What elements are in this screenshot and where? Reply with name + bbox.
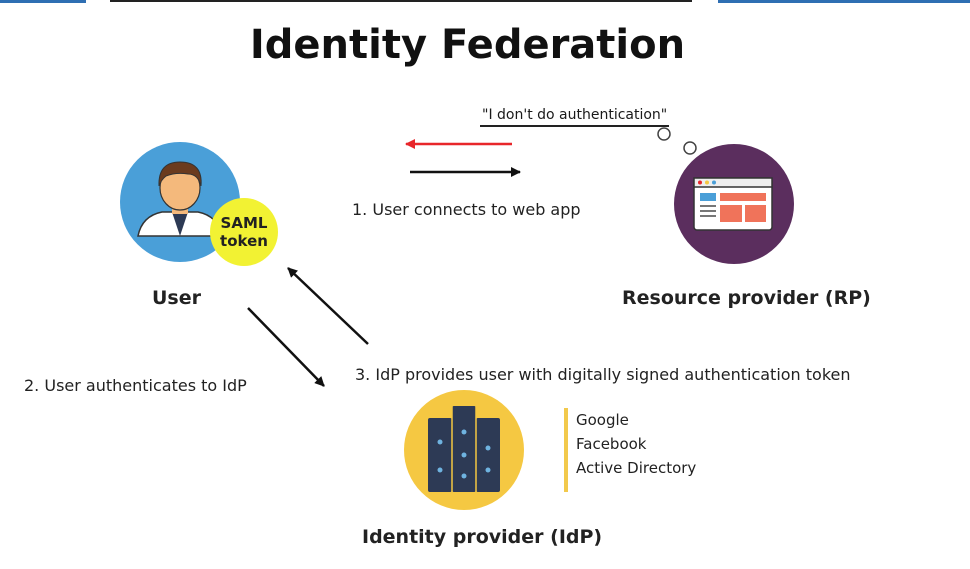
- step-1-label: 1. User connects to web app: [352, 200, 581, 219]
- rp-label: Resource provider (RP): [622, 287, 871, 309]
- saml-token-badge: [210, 198, 278, 266]
- provider-google: Google: [576, 411, 629, 429]
- server-icon: [404, 390, 524, 510]
- thought-bubble: [657, 127, 697, 155]
- user-label: User: [152, 287, 201, 309]
- provider-facebook: Facebook: [576, 435, 647, 453]
- saml-token-label: SAML token: [220, 214, 268, 250]
- idp-label: Identity provider (IdP): [362, 526, 603, 548]
- top-bar-middle: [110, 0, 692, 2]
- rp-thought-text: "I don't do authentication": [480, 107, 670, 127]
- web-app-icon: [674, 144, 794, 264]
- token-return-arrow: [287, 267, 369, 345]
- step-2-label: 2. User authenticates to IdP: [24, 376, 247, 395]
- top-bar-left: [0, 0, 86, 3]
- idp-provider-list: Google Facebook Active Directory: [564, 408, 696, 492]
- step-3-label: 3. IdP provides user with digitally sign…: [355, 365, 851, 384]
- authenticate-arrow: [247, 307, 325, 387]
- top-bar-right: [718, 0, 970, 3]
- diagram-title: Identity Federation: [249, 22, 686, 68]
- provider-active-directory: Active Directory: [576, 459, 697, 477]
